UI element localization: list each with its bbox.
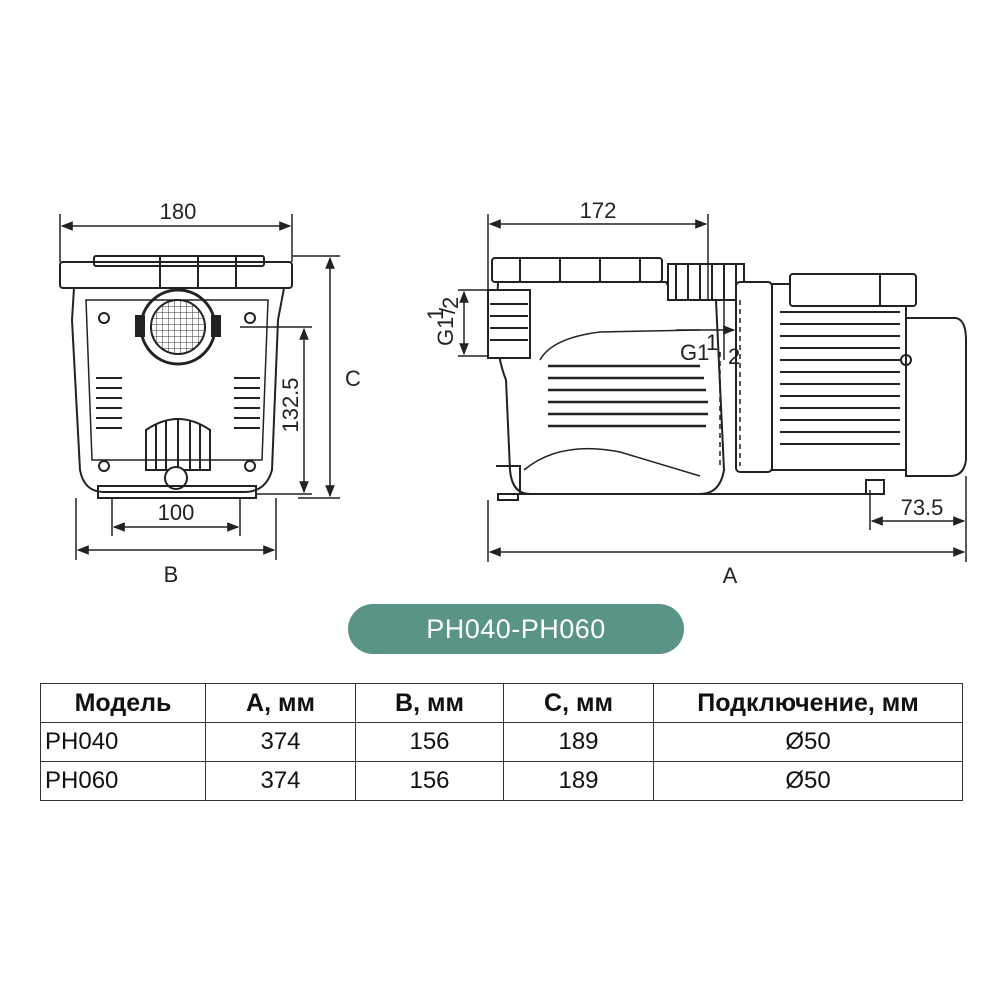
pump-dimension-drawing: 180 100 B 132.5 C xyxy=(59,198,967,588)
front-body xyxy=(70,287,286,493)
front-lower-grille xyxy=(145,418,211,471)
outlet-thread-label: G1 1 2 xyxy=(680,330,740,369)
front-height-label: 132.5 xyxy=(278,377,303,432)
cell-model: PH040 xyxy=(40,722,206,762)
front-c-label: C xyxy=(345,366,361,391)
side-housing-fins xyxy=(548,364,708,428)
side-outlet xyxy=(667,263,745,301)
cell-a: 374 xyxy=(205,722,356,762)
cell-model: PH060 xyxy=(40,761,206,801)
side-top-label: 172 xyxy=(580,198,617,223)
header-model: Модель xyxy=(40,683,206,723)
side-base xyxy=(496,465,885,495)
side-view xyxy=(487,257,967,501)
svg-text:G1: G1 xyxy=(433,317,458,346)
table-header-row: Модель А, мм В, мм С, мм Подключение, мм xyxy=(40,683,963,723)
front-base xyxy=(97,485,257,499)
side-fan-cover xyxy=(905,317,967,477)
cell-c: 189 xyxy=(503,722,654,762)
cell-b: 156 xyxy=(355,761,504,801)
svg-text:1: 1 xyxy=(706,330,718,355)
header-connection: Подключение, мм xyxy=(653,683,963,723)
front-bolt-spacing-label: 100 xyxy=(158,500,195,525)
cell-a: 374 xyxy=(205,761,356,801)
front-view xyxy=(59,255,293,499)
front-b-label: B xyxy=(164,562,179,587)
cell-connection: Ø50 xyxy=(653,722,963,762)
cell-connection: Ø50 xyxy=(653,761,963,801)
header-a: А, мм xyxy=(205,683,356,723)
side-lid xyxy=(491,257,663,283)
front-drain-plug xyxy=(164,466,188,490)
svg-text:2: 2 xyxy=(728,344,740,369)
side-motor-fins xyxy=(780,311,900,445)
spec-table: Модель А, мм В, мм С, мм Подключение, мм… xyxy=(40,683,963,801)
svg-text:/: / xyxy=(435,307,460,314)
front-dimensions xyxy=(59,214,340,560)
front-lid-top xyxy=(93,255,265,267)
side-inlet xyxy=(487,289,531,359)
svg-text:1: 1 xyxy=(423,308,448,320)
front-right-fins xyxy=(234,377,260,429)
front-width-label: 180 xyxy=(160,199,197,224)
side-flange xyxy=(735,281,773,473)
table-row: PH040 374 156 189 Ø50 xyxy=(40,722,963,762)
front-left-fins xyxy=(96,377,122,429)
cell-b: 156 xyxy=(355,722,504,762)
model-range-badge: PH040-PH060 xyxy=(348,604,684,654)
side-terminal-box xyxy=(789,273,917,307)
side-offset-label: 73.5 xyxy=(901,495,944,520)
svg-text:G1: G1 xyxy=(680,340,709,365)
svg-text:2: 2 xyxy=(438,297,463,309)
inlet-thread-label: G1 1 / 2 xyxy=(423,297,463,346)
side-dimensions xyxy=(458,214,967,562)
side-a-label: A xyxy=(723,563,738,588)
table-row: PH060 374 156 189 Ø50 xyxy=(40,761,963,801)
header-b: В, мм xyxy=(355,683,504,723)
cell-c: 189 xyxy=(503,761,654,801)
header-c: С, мм xyxy=(503,683,654,723)
